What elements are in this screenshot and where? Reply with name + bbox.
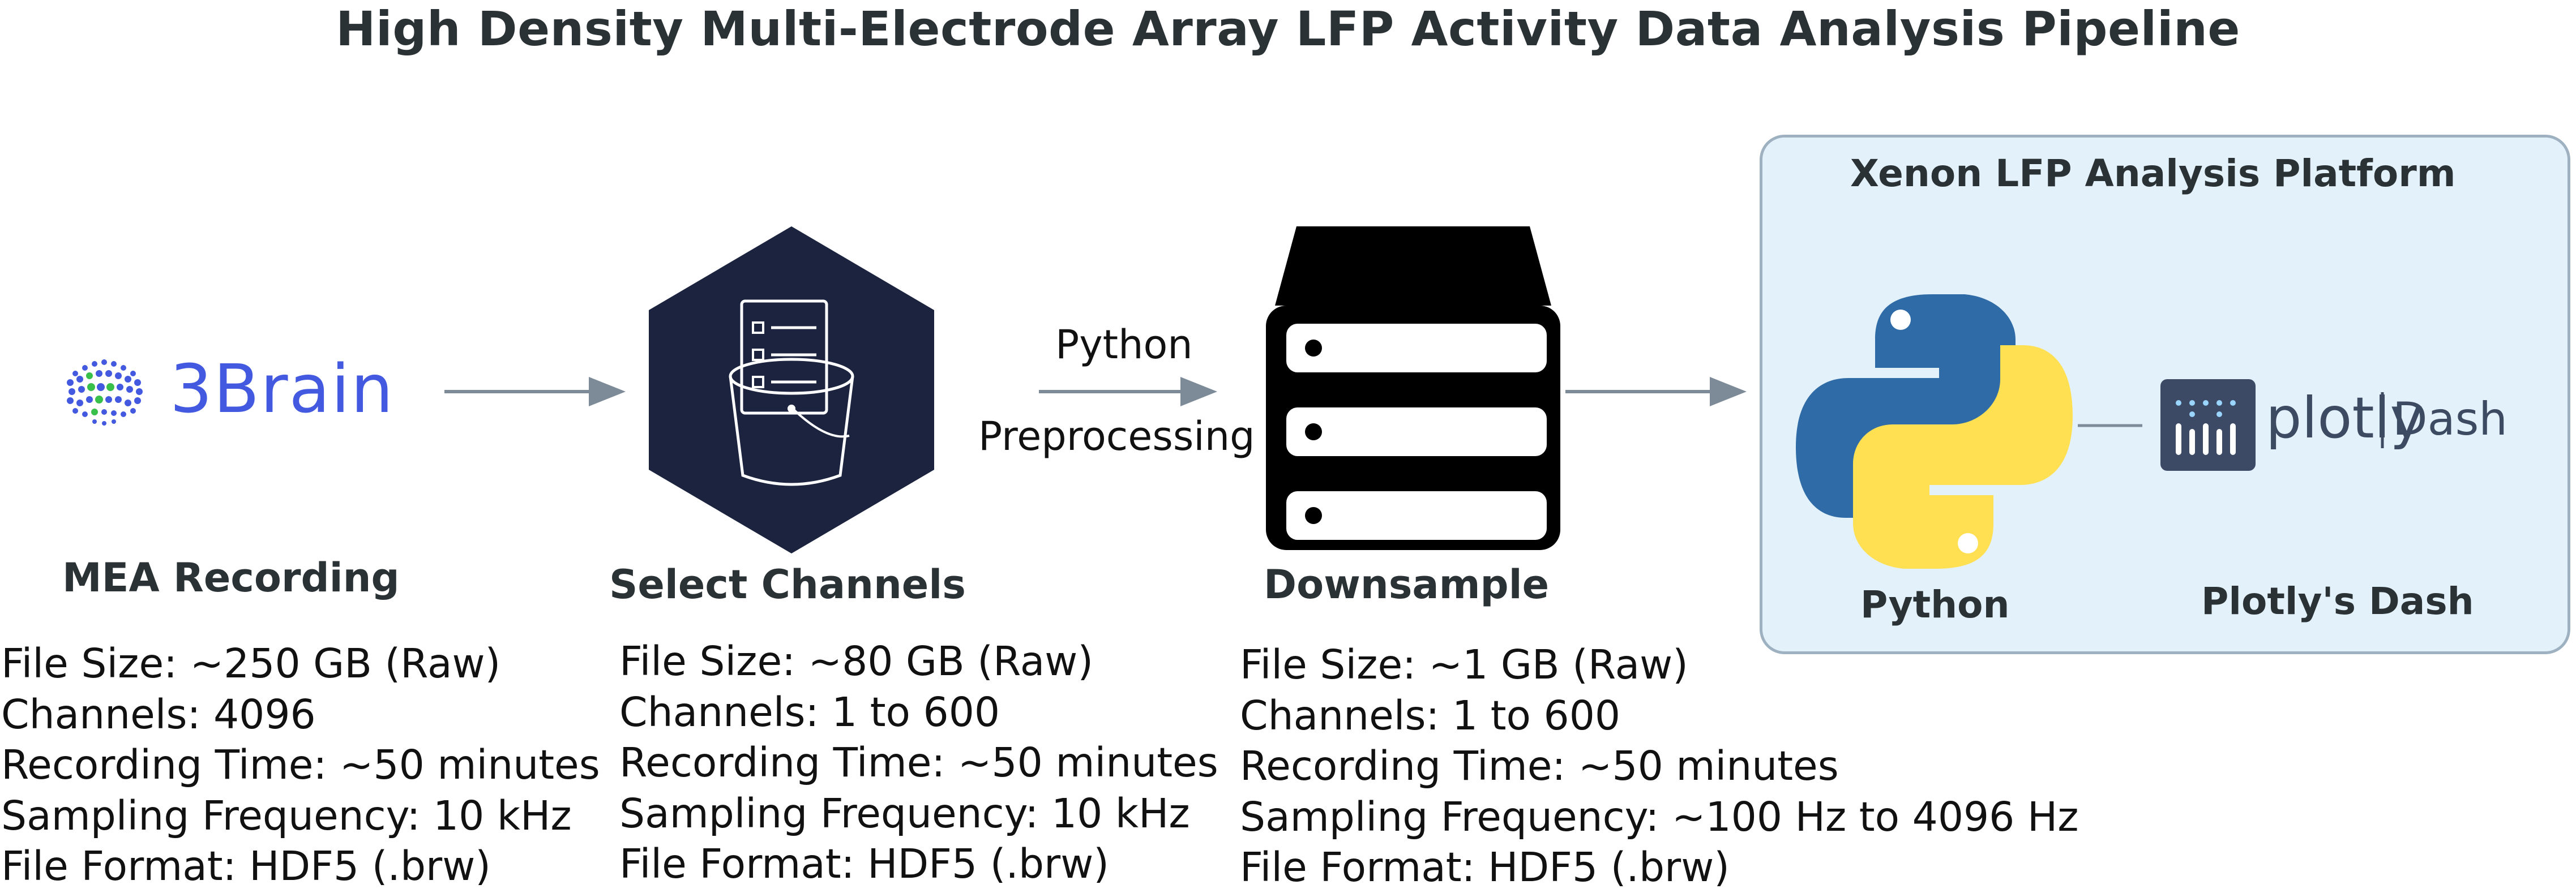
info-file-format: File Format: HDF5 (.brw) — [1, 843, 491, 890]
edge-label-python: Python — [1055, 321, 1193, 368]
info-block-select-channels: File Size: ~80 GB (Raw) Channels: 1 to 6… — [619, 636, 1218, 890]
3brain-dots-icon — [67, 359, 143, 426]
info-recording-time: Recording Time: ~50 minutes — [1, 741, 600, 788]
info-file-size: File Size: ~1 GB (Raw) — [1240, 641, 1688, 688]
plotly-logo-word: plotly — [2266, 385, 2424, 451]
info-file-size: File Size: ~250 GB (Raw) — [1, 640, 501, 687]
info-channels: Channels: 4096 — [1, 690, 316, 738]
platform-title: Xenon LFP Analysis Platform — [1850, 152, 2456, 195]
diagram-title: High Density Multi-Electrode Array LFP A… — [336, 1, 2240, 57]
platform-label-dash: Plotly's Dash — [2201, 579, 2474, 623]
arrow-recording-to-select — [444, 377, 626, 406]
info-channels: Channels: 1 to 600 — [1240, 692, 1621, 739]
arrow-select-to-downsample — [1039, 377, 1217, 406]
info-file-size: File Size: ~80 GB (Raw) — [619, 638, 1094, 685]
info-block-downsample: File Size: ~1 GB (Raw) Channels: 1 to 60… — [1240, 639, 2079, 893]
stage-label-select-channels: Select Channels — [609, 561, 966, 608]
info-channels: Channels: 1 to 600 — [619, 688, 1000, 736]
stage-label-mea-recording: MEA Recording — [62, 555, 400, 601]
platform-label-python: Python — [1860, 583, 2010, 626]
info-file-format: File Format: HDF5 (.brw) — [1240, 844, 1730, 891]
stage-label-downsample: Downsample — [1264, 561, 1550, 608]
server-stack-icon — [1266, 226, 1560, 550]
info-file-format: File Format: HDF5 (.brw) — [619, 840, 1110, 887]
python-logo-icon — [1796, 294, 2073, 569]
info-recording-time: Recording Time: ~50 minutes — [1240, 742, 1839, 789]
info-block-mea-recording: File Size: ~250 GB (Raw) Channels: 4096 … — [1, 638, 600, 892]
arrow-downsample-to-platform — [1565, 377, 1747, 406]
info-sampling-frequency: Sampling Frequency: 10 kHz — [619, 789, 1190, 837]
info-recording-time: Recording Time: ~50 minutes — [619, 739, 1218, 786]
info-sampling-frequency: Sampling Frequency: ~100 Hz to 4096 Hz — [1240, 793, 2079, 840]
3brain-logo-text: 3Brain — [170, 350, 395, 428]
edge-label-preprocessing: Preprocessing — [978, 413, 1255, 460]
dash-logo-word: Dash — [2393, 393, 2508, 445]
plotly-logo-icon — [2160, 379, 2256, 471]
bucket-list-hexagon-icon — [649, 226, 934, 553]
info-sampling-frequency: Sampling Frequency: 10 kHz — [1, 792, 572, 839]
